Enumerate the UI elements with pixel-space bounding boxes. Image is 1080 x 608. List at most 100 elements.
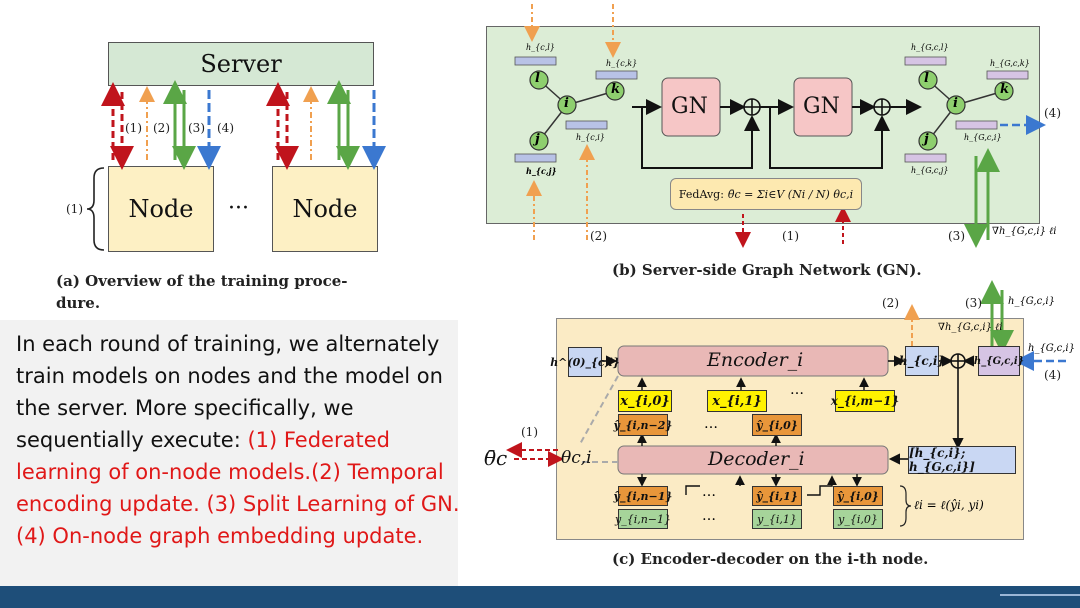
caption-a-line1: (a) Overview of the training proce-: [56, 272, 348, 290]
yhat-top-0: ŷ_{i,n−2}: [614, 414, 672, 436]
node-box-2: Node: [272, 166, 378, 252]
encoder-label: Encoder_i: [707, 349, 804, 371]
embed-bar-i-out: [955, 120, 998, 130]
hgci-box: h_{G,c,i}: [974, 346, 1024, 376]
graph-node-k-out: [994, 81, 1014, 101]
footer-bar: [0, 586, 1080, 608]
panel-b-diagram: [514, 4, 1046, 248]
fedavg-box: FedAvg: θ̄c = Σi∈V (Ni / N) θc,i: [670, 178, 862, 210]
embed-label-l: h_{c,l}: [526, 43, 555, 52]
gn-label-2: GN: [803, 94, 840, 119]
panel-a-arrows: [86, 80, 386, 251]
embed-bar-l-out: [904, 56, 947, 66]
server-label: Server: [200, 50, 282, 78]
marker-c-1: (1): [521, 425, 538, 439]
node-label-2: Node: [292, 195, 358, 223]
decoder-box: [617, 445, 889, 475]
yhat-top-1: ŷ_{i,0}: [752, 414, 802, 436]
arrow-label-1: (1): [125, 121, 142, 135]
hci-box: h_{c,i}: [899, 346, 945, 376]
explanation-black: In each round of training, we alternatel…: [16, 332, 443, 452]
node-letter-i-out: i: [953, 96, 958, 111]
y-box-1: y_{i,1}: [752, 509, 802, 529]
brace-label: (1): [66, 202, 83, 216]
graph-node-l: [529, 70, 549, 90]
marker-c-2: (2): [882, 296, 899, 310]
embed-label-k-out: h_{G,c,k}: [990, 59, 1030, 68]
hgci-right-label: h_{G,c,i}: [1028, 343, 1075, 354]
marker-c-4: (4): [1044, 368, 1061, 382]
y-box-0: y_{i,n−1}: [615, 509, 671, 529]
grad-label-b: ∇h_{G,c,i} ℓi: [992, 226, 1057, 237]
node-letter-k-out: k: [1000, 82, 1010, 97]
yhat-bottom-1: ŷ_{i,1}: [752, 486, 802, 506]
x-ellipsis: …: [790, 382, 804, 398]
arrow-label-4: (4): [217, 121, 234, 135]
x-box-0: x_{i,0}: [618, 390, 672, 412]
hgci-top-label: h_{G,c,i}: [1008, 296, 1055, 307]
panel-a: Server Node Node ··· (1) (2) (3) (4) (1: [0, 0, 470, 320]
node-letter-j-out: j: [924, 132, 929, 147]
h0-box: h^(0)_{c,i}: [550, 347, 620, 377]
y-ellipsis: …: [702, 508, 716, 524]
node-letter-i: i: [564, 96, 569, 111]
y-box-2: y_{i,0}: [833, 509, 883, 529]
caption-a-line2: dure.: [56, 294, 101, 312]
marker-c-3: (3): [965, 296, 982, 310]
node-box-1: Node: [108, 166, 214, 252]
caption-b: (b) Server-side Graph Network (GN).: [612, 261, 922, 279]
embed-bar-i: [565, 120, 608, 130]
yhat-top-ellipsis: …: [704, 416, 718, 432]
marker-b-1: (1): [782, 229, 799, 243]
yhat-bottom-ellipsis: …: [702, 484, 716, 500]
yhat-bottom-0: ŷ_{i,n−1}: [614, 486, 672, 506]
embed-label-i: h_{c,i}: [576, 133, 605, 142]
embed-bar-j-out: [904, 153, 947, 163]
embed-label-j-out: h_{G,c,j}: [911, 166, 949, 175]
embed-bar-l: [514, 56, 557, 66]
theta-bar: θ̄c: [484, 446, 508, 470]
server-box: Server: [108, 42, 374, 86]
graph-node-j: [529, 131, 549, 151]
explanation-red: (1) Federated learning of on-node models…: [16, 428, 460, 548]
decoder-label: Decoder_i: [708, 448, 805, 470]
x-box-2: x_{i,m−1}: [831, 390, 899, 412]
node-ellipsis: ···: [228, 196, 249, 221]
gn-label-1: GN: [671, 94, 708, 119]
node-letter-l-out: l: [924, 71, 929, 86]
graph-node-k: [605, 81, 625, 101]
embed-label-k: h_{c,k}: [606, 59, 638, 68]
loss-label: ℓi = ℓ(ŷi, yi): [914, 498, 984, 512]
graph-node-l-out: [918, 70, 938, 90]
caption-c: (c) Encoder-decoder on the i-th node.: [612, 550, 929, 568]
graph-node-i: [557, 95, 577, 115]
node-letter-j: j: [535, 132, 540, 147]
brace: [86, 167, 105, 251]
embed-bar-j: [514, 153, 557, 163]
embed-bar-k: [595, 70, 638, 80]
node-letter-l: l: [535, 71, 540, 86]
footer-accent: [1000, 594, 1080, 596]
explanation-text: In each round of training, we alternatel…: [16, 328, 468, 552]
graph-node-j-out: [918, 131, 938, 151]
marker-b-2: (2): [590, 229, 607, 243]
marker-b-3: (3): [948, 229, 965, 243]
graph-node-i-out: [946, 95, 966, 115]
grad-label-c: ∇h_{G,c,i} ℓi: [938, 322, 1003, 333]
concat-box: [h_{c,i}; h_{G,c,i}]: [908, 446, 1016, 474]
caption-a: (a) Overview of the training proce- dure…: [56, 270, 416, 314]
yhat-bottom-2: ŷ_{i,0}: [833, 486, 883, 506]
node-label-1: Node: [128, 195, 194, 223]
embed-label-j: h_{c,j}: [526, 166, 557, 176]
embed-label-l-out: h_{G,c,l}: [911, 43, 949, 52]
fedavg-formula: θ̄c = Σi∈V (Ni / N) θc,i: [727, 187, 854, 201]
x-box-1: x_{i,1}: [707, 390, 767, 412]
embed-bar-k-out: [986, 70, 1029, 80]
node-letter-k: k: [611, 82, 621, 97]
explanation-box: [0, 320, 458, 586]
fedavg-prefix: FedAvg:: [678, 187, 724, 201]
embed-label-i-out: h_{G,c,i}: [964, 133, 1002, 142]
arrow-label-3: (3): [188, 121, 205, 135]
theta-ci: θc,i: [561, 448, 592, 468]
